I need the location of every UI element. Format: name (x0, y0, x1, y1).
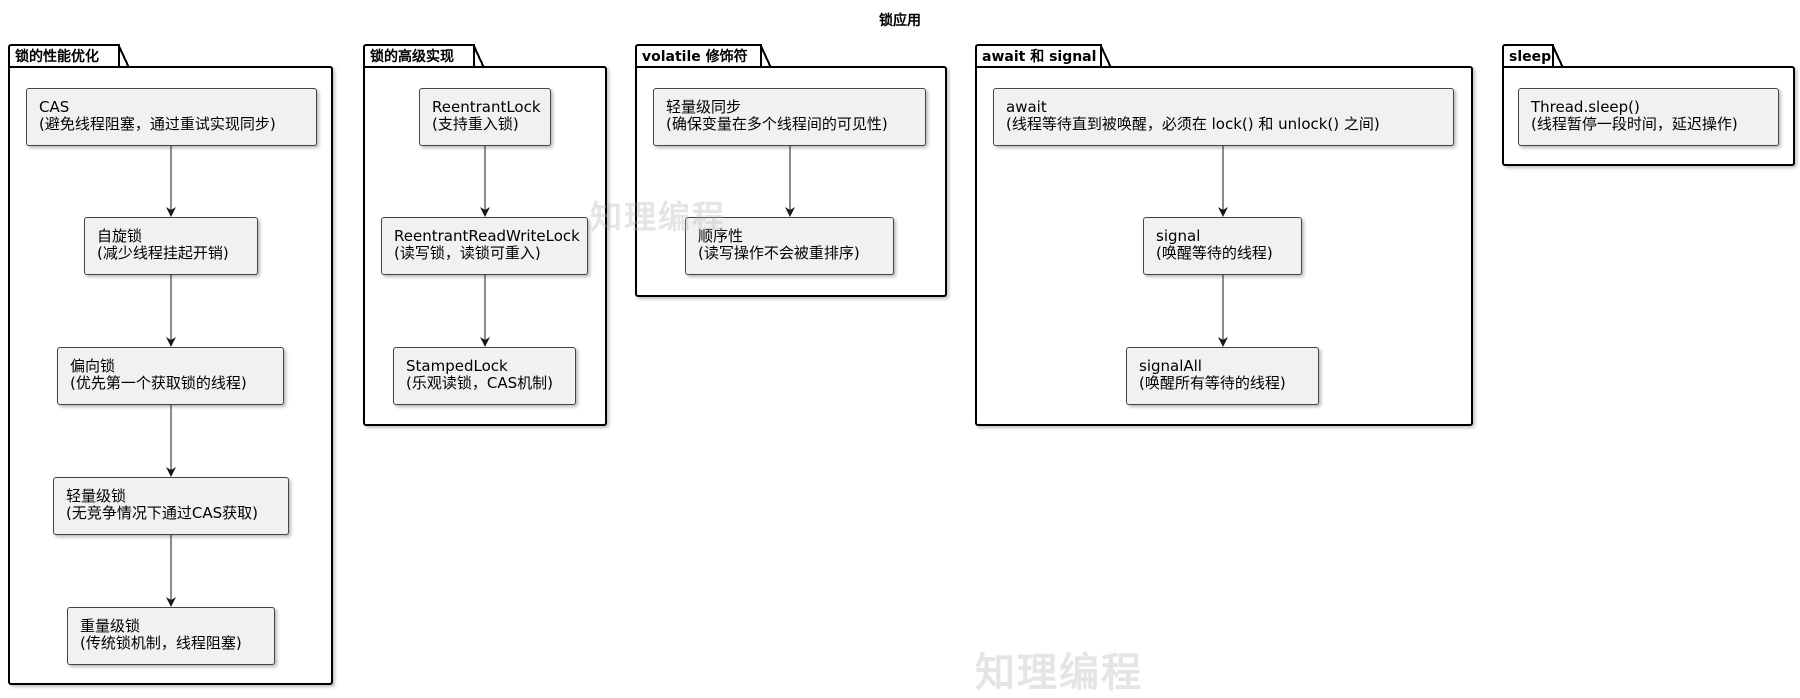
package-tab-performance: 锁的性能优化 (8, 44, 130, 70)
node-title: 重量级锁 (80, 617, 141, 635)
node-description: (确保变量在多个线程间的可见性) (666, 115, 888, 133)
node-lightweight-lock: 轻量级锁 (无竞争情况下通过CAS获取) (53, 477, 289, 535)
node-title: 轻量级锁 (66, 487, 127, 505)
node-title: CAS (39, 98, 70, 116)
node-description: (线程等待直到被唤醒，必须在 lock() 和 unlock() 之间) (1006, 115, 1380, 133)
node-description: (读写锁，读锁可重入) (394, 244, 541, 262)
node-description: (唤醒等待的线程) (1156, 244, 1273, 262)
node-title: 自旋锁 (97, 227, 143, 245)
node-description: (支持重入锁) (432, 115, 519, 133)
node-title: 偏向锁 (70, 357, 116, 375)
node-signal-all: signalAll (唤醒所有等待的线程) (1126, 347, 1319, 405)
node-title: Thread.sleep() (1531, 98, 1640, 116)
node-title: ReentrantLock (432, 98, 541, 116)
package-tab-sleep: sleep (1502, 44, 1564, 70)
node-title: signal (1156, 227, 1201, 245)
node-description: (线程暂停一段时间，延迟操作) (1531, 115, 1738, 133)
node-title: await (1006, 98, 1047, 116)
package-tab-volatile: volatile 修饰符 (635, 44, 772, 70)
package-tab-advanced: 锁的高级实现 (363, 44, 485, 70)
node-description: (无竞争情况下通过CAS获取) (66, 504, 258, 522)
node-title: 顺序性 (698, 227, 744, 245)
node-signal: signal (唤醒等待的线程) (1143, 217, 1302, 275)
node-description: (减少线程挂起开销) (97, 244, 229, 262)
package-tab-await-signal: await 和 signal (975, 44, 1112, 70)
node-reentrant-read-write-lock: ReentrantReadWriteLock (读写锁，读锁可重入) (381, 217, 588, 275)
node-title: 轻量级同步 (666, 98, 742, 116)
node-description: (避免线程阻塞，通过重试实现同步) (39, 115, 276, 133)
node-spin-lock: 自旋锁 (减少线程挂起开销) (84, 217, 258, 275)
node-description: (优先第一个获取锁的线程) (70, 374, 247, 392)
watermark: 知理编程 (590, 198, 727, 236)
watermark: 知理编程 (975, 650, 1143, 696)
node-description: (传统锁机制，线程阻塞) (80, 634, 242, 652)
node-biased-lock: 偏向锁 (优先第一个获取锁的线程) (57, 347, 284, 405)
node-reentrant-lock: ReentrantLock (支持重入锁) (419, 88, 551, 146)
node-thread-sleep: Thread.sleep() (线程暂停一段时间，延迟操作) (1518, 88, 1779, 146)
node-title: signalAll (1139, 357, 1202, 375)
node-title: ReentrantReadWriteLock (394, 227, 580, 245)
node-description: (乐观读锁，CAS机制) (406, 374, 553, 392)
node-title: StampedLock (406, 357, 508, 375)
node-description: (读写操作不会被重排序) (698, 244, 860, 262)
node-cas: CAS (避免线程阻塞，通过重试实现同步) (26, 88, 317, 146)
node-description: (唤醒所有等待的线程) (1139, 374, 1286, 392)
diagram-title: 锁应用 (879, 13, 921, 29)
node-await: await (线程等待直到被唤醒，必须在 lock() 和 unlock() 之… (993, 88, 1454, 146)
node-ordering: 顺序性 (读写操作不会被重排序) (685, 217, 894, 275)
node-heavyweight-lock: 重量级锁 (传统锁机制，线程阻塞) (67, 607, 275, 665)
node-stamped-lock: StampedLock (乐观读锁，CAS机制) (393, 347, 576, 405)
node-lightweight-sync: 轻量级同步 (确保变量在多个线程间的可见性) (653, 88, 926, 146)
